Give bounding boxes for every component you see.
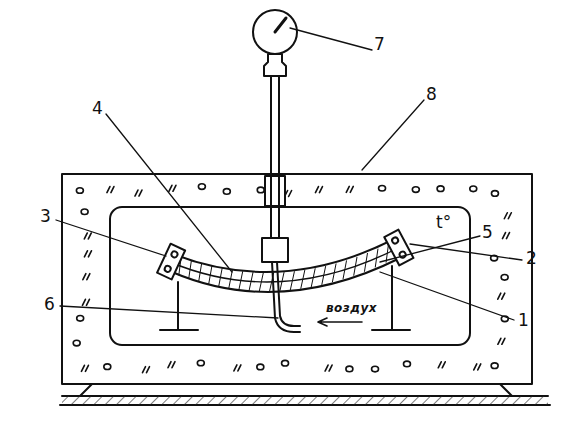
callout-number: 4 (92, 100, 103, 117)
hatch-stroke (239, 272, 243, 290)
hatch-stroke (290, 272, 294, 290)
callout-number: 3 (40, 208, 51, 225)
air-arrow (318, 318, 362, 326)
texture-mark (491, 363, 498, 369)
texture-mark (81, 209, 88, 215)
texture-mark (169, 185, 176, 191)
stem-sleeve (265, 176, 285, 206)
texture-mark (77, 315, 84, 321)
air-tube (272, 262, 300, 332)
hatch-stroke (280, 273, 284, 291)
callout-number: 5 (482, 224, 493, 241)
leader-lines (56, 28, 522, 320)
texture-mark (82, 299, 89, 305)
hatch-stroke (189, 260, 192, 278)
gauge-needle (275, 18, 286, 32)
texture-mark (143, 367, 150, 373)
texture-mark (73, 340, 80, 346)
texture-mark (104, 364, 111, 370)
texture-mark (437, 186, 444, 192)
texture-mark (84, 233, 91, 239)
hatch-stroke (219, 268, 222, 286)
texture-mark (76, 188, 83, 194)
texture-mark (223, 189, 230, 195)
hatch-stroke (259, 273, 263, 291)
left-support (160, 282, 198, 330)
texture-mark (412, 187, 419, 193)
texture-mark (470, 186, 477, 192)
left-clamp (157, 244, 185, 280)
texture-mark (501, 275, 508, 281)
hatch-stroke (249, 272, 253, 290)
specimen-upper (168, 238, 396, 272)
texture-mark (346, 186, 353, 192)
chamber-cavity (110, 207, 470, 345)
hatch-stroke (322, 266, 326, 284)
callout-number: 7 (374, 36, 385, 53)
texture-mark (282, 360, 289, 366)
hatch-stroke (332, 264, 336, 282)
texture-mark (198, 184, 205, 190)
callout-number: 8 (426, 86, 437, 103)
texture-mark (379, 185, 386, 191)
texture-mark (168, 362, 175, 368)
air-tube (277, 262, 300, 326)
callout-number: 2 (526, 250, 537, 267)
hatch-stroke (301, 270, 305, 288)
texture-mark (498, 338, 505, 344)
hatch-stroke (343, 261, 346, 279)
floor-hatching (62, 396, 548, 405)
texture-mark (315, 187, 322, 193)
texture-mark (504, 213, 511, 219)
air-label: воздух (326, 302, 377, 314)
texture-mark (346, 366, 353, 372)
hatch-stroke (354, 257, 357, 275)
hatch-stroke (311, 269, 315, 287)
gauge-stem (271, 76, 279, 238)
dial-gauge (253, 10, 297, 54)
texture-mark (257, 364, 264, 370)
texture-mark (84, 251, 91, 257)
chamber-wall (62, 174, 532, 384)
texture-mark (107, 187, 114, 193)
texture-mark (502, 233, 509, 239)
floor (60, 396, 550, 405)
hatch-stroke (364, 253, 367, 271)
texture-mark (81, 365, 88, 371)
hatch-stroke (229, 270, 233, 288)
texture-mark (438, 362, 445, 368)
texture-mark (135, 190, 142, 196)
texture-mark (498, 293, 505, 299)
gauge-fitting (264, 54, 286, 76)
temperature-label: t° (436, 214, 451, 231)
texture-mark (325, 365, 332, 371)
texture-mark (372, 366, 379, 372)
callout-number: 6 (44, 296, 55, 313)
texture-mark (403, 361, 410, 367)
texture-mark (257, 187, 264, 193)
insulation-texture (73, 184, 511, 373)
hatch-stroke (375, 249, 378, 267)
hatch-stroke (209, 266, 212, 284)
texture-mark (234, 365, 241, 371)
measuring-block (262, 238, 288, 262)
texture-mark (491, 191, 498, 197)
texture-mark (83, 274, 90, 280)
callout-number: 1 (518, 312, 529, 329)
hatch-stroke (199, 264, 202, 282)
chamber-legs (80, 384, 512, 396)
texture-mark (474, 364, 481, 370)
texture-mark (197, 360, 204, 366)
